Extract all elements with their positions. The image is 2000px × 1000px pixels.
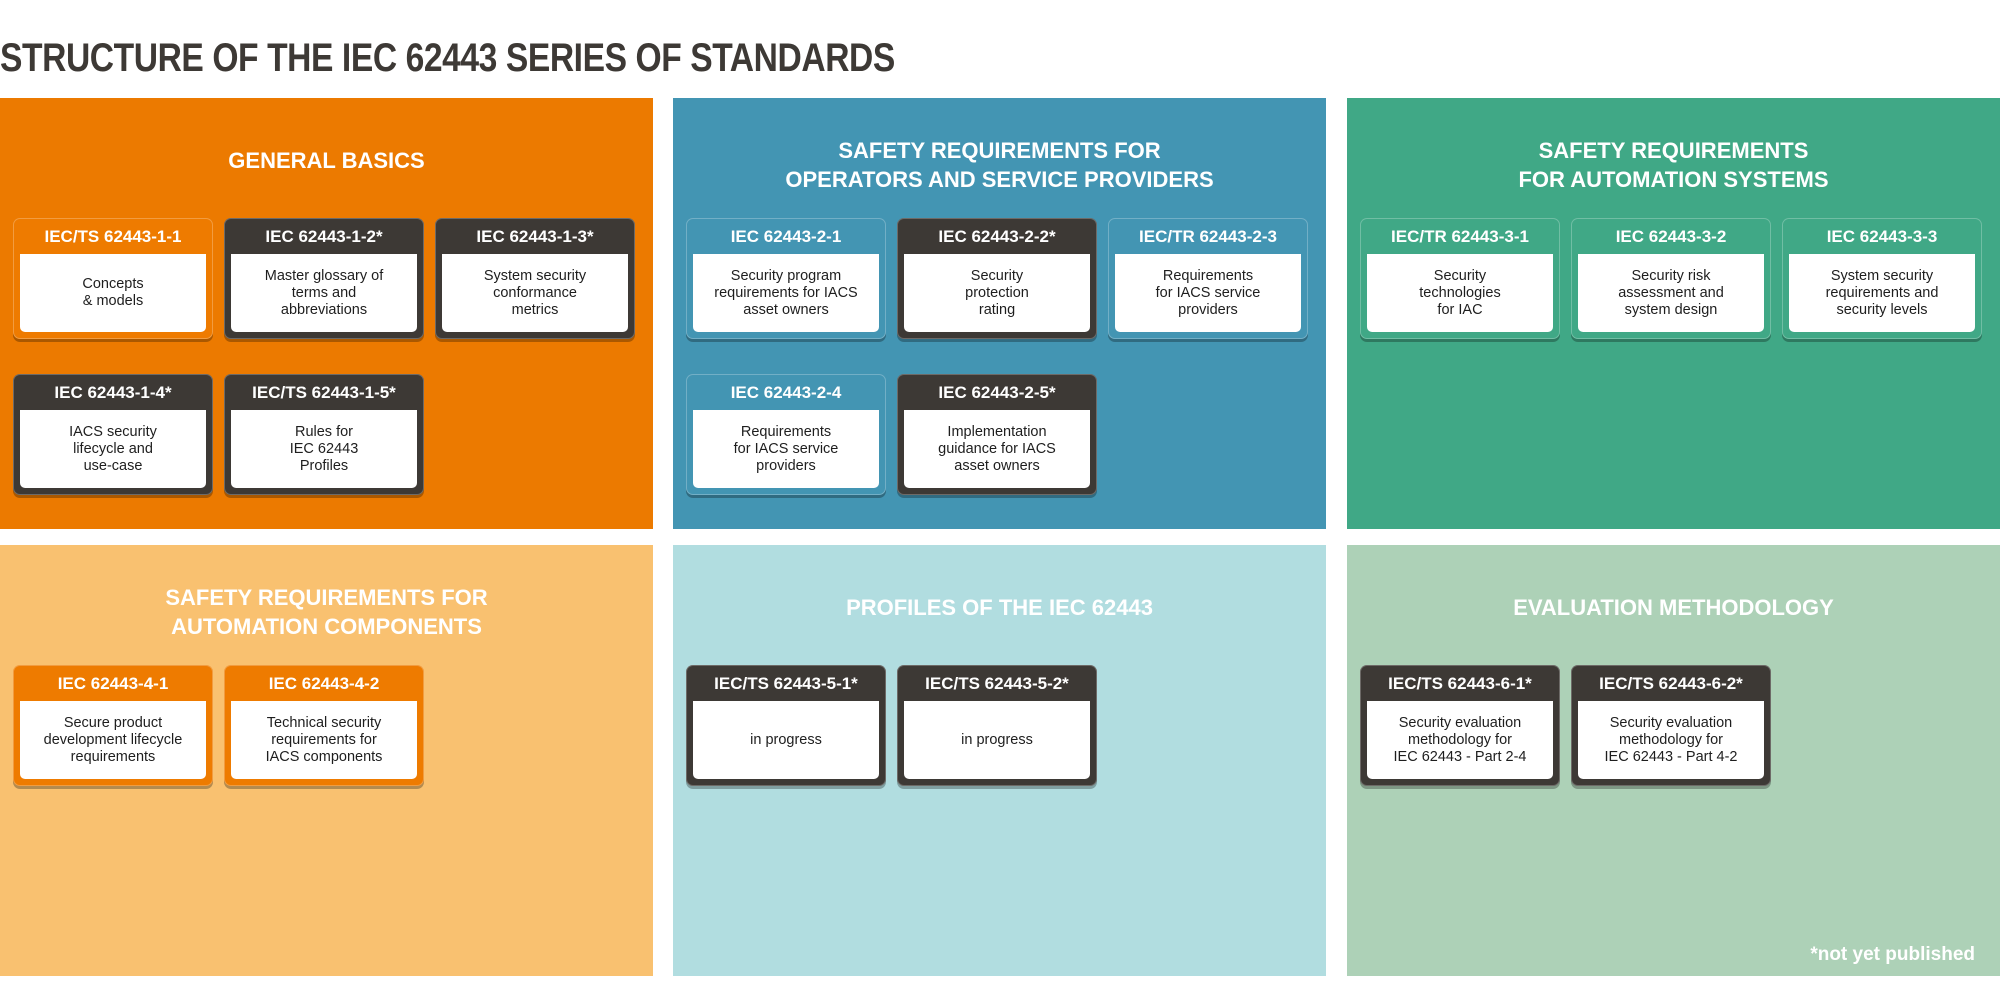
- standard-card: IEC 62443-2-2* Security protection rating: [897, 218, 1097, 339]
- standard-id: IEC 62443-2-5*: [938, 383, 1056, 402]
- standard-id: IEC 62443-1-2*: [265, 227, 383, 246]
- standard-card: IEC/TS 62443-1-5* Rules for IEC 62443 Pro…: [224, 374, 424, 495]
- standard-id: IEC/TS 62443-1-1: [44, 227, 182, 246]
- standard-card: IEC 62443-1-3* System security conformanc…: [435, 218, 635, 339]
- panel-1: SAFETY REQUIREMENTS FOR OPERATORS AND SE…: [673, 98, 1326, 529]
- standard-id: IEC 62443-1-4*: [54, 383, 172, 402]
- standard-description: in progress: [693, 701, 879, 779]
- standard-id: IEC 62443-4-2: [268, 674, 380, 693]
- standard-description: Implementation guidance for IACS asset o…: [904, 410, 1090, 488]
- standard-id: IEC/TS 62443-6-1*: [1388, 674, 1532, 693]
- panel-5: EVALUATION METHODOLOGY IEC/TS 62443-6-1* S…: [1347, 545, 2000, 976]
- standard-description: Security protection rating: [904, 254, 1090, 332]
- standard-description: Requirements for IACS service providers: [693, 410, 879, 488]
- panel-title: GENERAL BASICS: [228, 148, 425, 173]
- standard-id: IEC/TS 62443-6-2*: [1599, 674, 1743, 693]
- standard-id: IEC 62443-2-1: [730, 227, 842, 246]
- standard-description: Security evaluation methodology for IEC …: [1367, 701, 1553, 779]
- standard-id: IEC 62443-3-2: [1615, 227, 1727, 246]
- standard-description: IACS security lifecycle and use-case: [20, 410, 206, 488]
- standard-id: IEC 62443-1-3*: [476, 227, 594, 246]
- standard-description: Security technologies for IAC: [1367, 254, 1553, 332]
- panel-title: PROFILES OF THE IEC 62443: [846, 595, 1153, 620]
- standard-description: Requirements for IACS service providers: [1115, 254, 1301, 332]
- panel-title: SAFETY REQUIREMENTS FOR OPERATORS AND SE…: [785, 138, 1214, 192]
- standard-id: IEC/TR 62443-3-1: [1391, 227, 1529, 246]
- standard-description: Master glossary of terms and abbreviatio…: [231, 254, 417, 332]
- standard-description: System security requirements and securit…: [1789, 254, 1975, 332]
- standard-id: IEC 62443-3-3: [1826, 227, 1938, 246]
- panel-3: SAFETY REQUIREMENTS FOR AUTOMATION COMPO…: [0, 545, 653, 976]
- standard-card: IEC 62443-2-5* Implementation guidance fo…: [897, 374, 1097, 495]
- standard-card: IEC/TS 62443-5-1* in progress: [686, 665, 886, 786]
- panel-title: SAFETY REQUIREMENTS FOR AUTOMATION COMPO…: [165, 585, 488, 639]
- standard-description: Concepts & models: [20, 254, 206, 332]
- standard-description: Security evaluation methodology for IEC …: [1578, 701, 1764, 779]
- standard-card: IEC/TS 62443-5-2* in progress: [897, 665, 1097, 786]
- standard-id: IEC/TS 62443-1-5*: [252, 383, 396, 402]
- standard-description: System security conformance metrics: [442, 254, 628, 332]
- standard-id: IEC/TS 62443-5-1*: [714, 674, 858, 693]
- standard-description: Rules for IEC 62443 Profiles: [231, 410, 417, 488]
- standard-card: IEC/TS 62443-6-2* Security evaluation met…: [1571, 665, 1771, 786]
- panel-title: SAFETY REQUIREMENTS FOR AUTOMATION SYSTE…: [1518, 138, 1829, 192]
- standard-id: IEC 62443-4-1: [57, 674, 169, 693]
- standard-id: IEC/TR 62443-2-3: [1139, 227, 1277, 246]
- panel-2: SAFETY REQUIREMENTS FOR AUTOMATION SYSTE…: [1347, 98, 2000, 529]
- standard-description: Security risk assessment and system desi…: [1578, 254, 1764, 332]
- standard-card: IEC 62443-1-2* Master glossary of terms a…: [224, 218, 424, 339]
- standard-id: IEC 62443-2-4: [730, 383, 842, 402]
- standard-card: IEC/TS 62443-6-1* Security evaluation met…: [1360, 665, 1560, 786]
- footnote: *not yet published: [1810, 944, 1975, 965]
- standard-description: Technical security requirements for IACS…: [231, 701, 417, 779]
- standard-id: IEC 62443-2-2*: [938, 227, 1056, 246]
- standard-description: in progress: [904, 701, 1090, 779]
- page-title: STRUCTURE OF THE IEC 62443 SERIES OF STA…: [0, 36, 895, 80]
- standard-id: IEC/TS 62443-5-2*: [925, 674, 1069, 693]
- standard-card: IEC 62443-1-4* IACS security lifecycle an…: [13, 374, 213, 495]
- standard-description: Secure product development lifecycle req…: [20, 701, 206, 779]
- standard-description: Security program requirements for IACS a…: [693, 254, 879, 332]
- panel-title: EVALUATION METHODOLOGY: [1513, 595, 1834, 620]
